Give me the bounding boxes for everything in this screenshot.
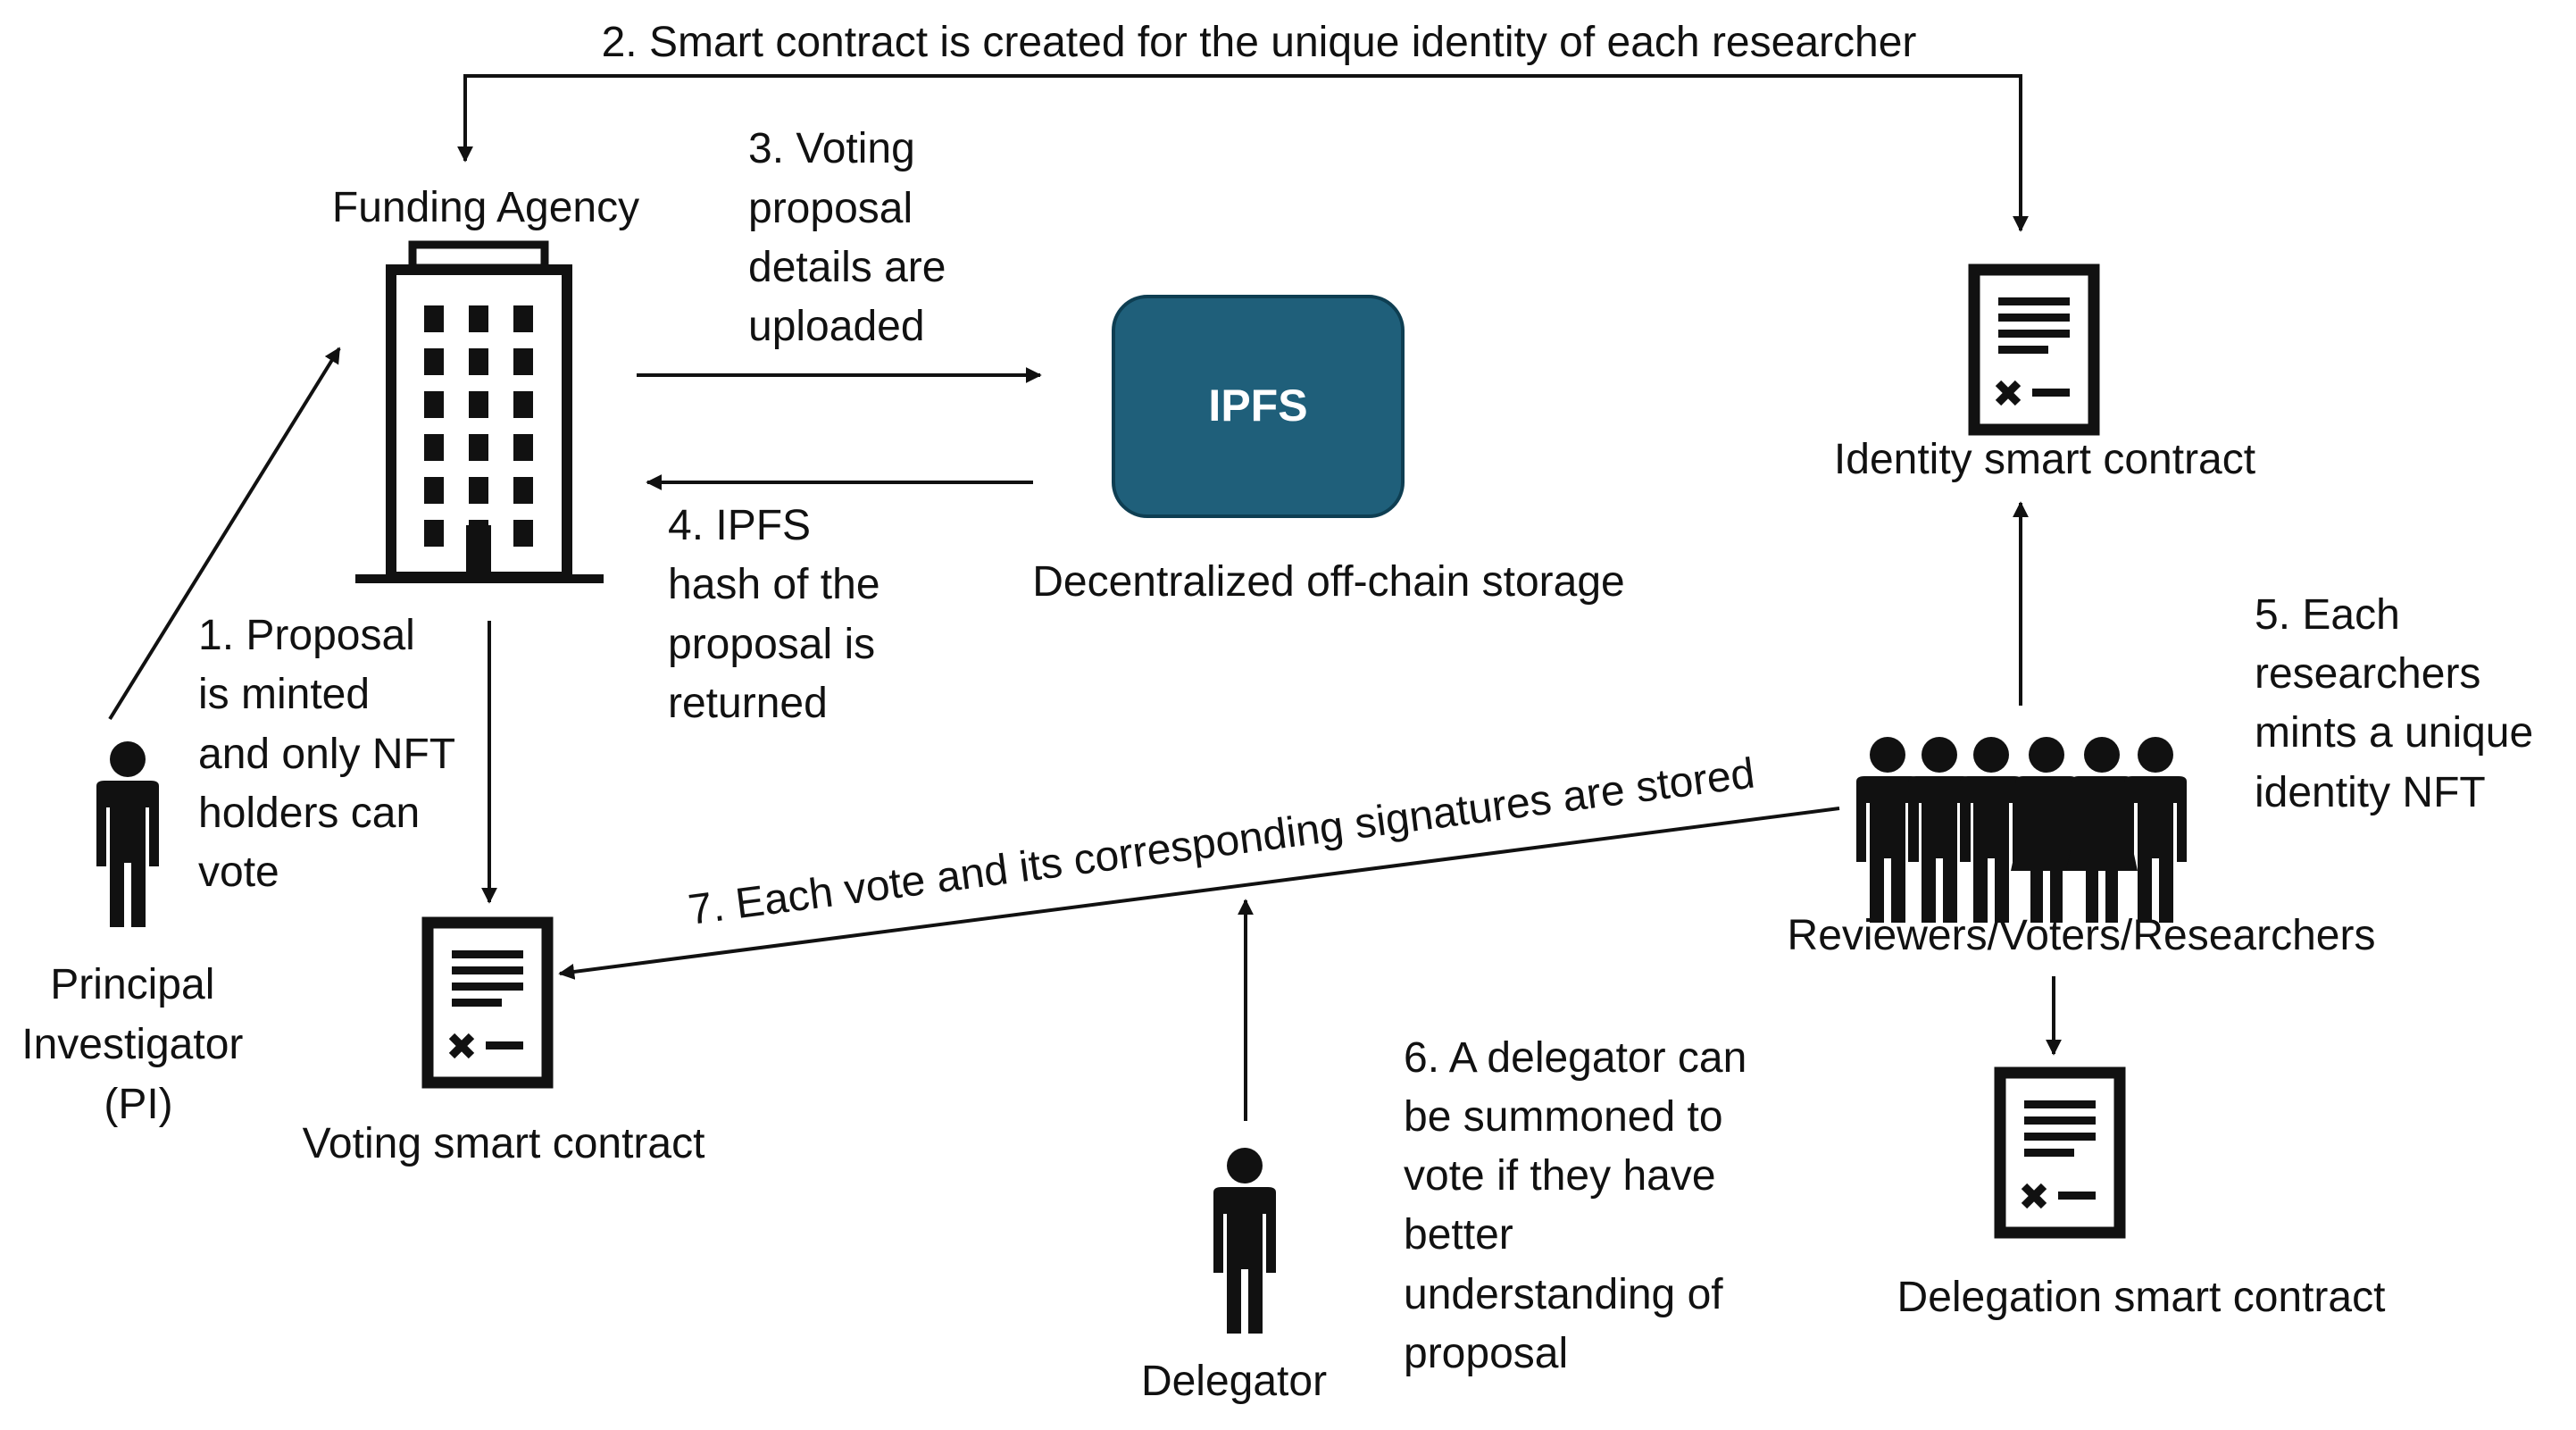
- ipfs-node: IPFS: [1112, 295, 1405, 518]
- step3-line: 3. Voting: [748, 125, 915, 172]
- document-icon: [2000, 1073, 2120, 1233]
- step5-line: 5. Each: [2255, 591, 2400, 639]
- step4-line: returned: [668, 680, 828, 727]
- step5-label: 5. Each researchers mints a unique ident…: [2255, 591, 2546, 816]
- step1-line: and only NFT: [198, 731, 455, 778]
- step5-line: researchers: [2255, 650, 2480, 698]
- step1-label: 1. Proposal is minted and only NFT holde…: [198, 612, 467, 896]
- step2-label: 2. Smart contract is created for the uni…: [602, 19, 1917, 66]
- step4-label: 4. IPFS hash of the proposal is returned: [668, 502, 892, 727]
- step5-line: identity NFT: [2255, 769, 2486, 816]
- step6-line: proposal: [1404, 1330, 1568, 1377]
- step6-label: 6. A delegator can be summoned to vote i…: [1404, 1034, 1759, 1377]
- delegator-label: Delegator: [1141, 1358, 1327, 1405]
- ipfs-label: IPFS: [1208, 380, 1307, 431]
- step4-line: 4. IPFS: [668, 502, 811, 549]
- arrow-step1: [108, 347, 341, 721]
- step3-label: 3. Voting proposal details are uploaded: [748, 125, 958, 350]
- step1-line: holders can: [198, 790, 420, 837]
- step4-line: hash of the: [668, 561, 880, 608]
- step4-line: proposal is: [668, 621, 875, 668]
- building-icon: [355, 240, 604, 583]
- pi-line: (PI): [104, 1081, 172, 1128]
- person-icon: [96, 741, 159, 927]
- step1-line: 1. Proposal: [198, 612, 415, 659]
- group-of-people-icon: [1856, 737, 2187, 923]
- identity-contract-label: Identity smart contract: [1834, 436, 2255, 483]
- pi-line: Investigator: [21, 1021, 243, 1068]
- document-icon: [1974, 270, 2094, 430]
- step3-line: uploaded: [748, 303, 925, 350]
- pi-label: Principal Investigator (PI): [21, 961, 254, 1128]
- step1-line: vote: [198, 849, 279, 896]
- reviewers-label: Reviewers/Voters/Researchers: [1788, 912, 2376, 959]
- step6-line: understanding of: [1404, 1271, 1723, 1318]
- arrow-step7: [558, 807, 1840, 980]
- step1-line: is minted: [198, 671, 370, 718]
- document-icon: [428, 923, 547, 1083]
- arrow-step2-loop: [457, 74, 2029, 232]
- ipfs-box: [1112, 295, 1405, 518]
- ipfs-caption: Decentralized off-chain storage: [1032, 558, 1625, 606]
- funding-agency-label: Funding Agency: [332, 184, 639, 231]
- step3-line: proposal: [748, 185, 913, 232]
- step6-line: vote if they have: [1404, 1152, 1716, 1200]
- pi-line: Principal: [50, 961, 214, 1008]
- step5-line: mints a unique: [2255, 709, 2533, 757]
- step6-line: be summoned to: [1404, 1093, 1723, 1141]
- step7-label: 7. Each vote and its corresponding signa…: [686, 749, 1757, 934]
- step6-line: better: [1404, 1211, 1513, 1259]
- delegation-contract-label: Delegation smart contract: [1897, 1274, 2386, 1321]
- step3-line: details are: [748, 244, 946, 291]
- step6-line: 6. A delegator can: [1404, 1034, 1747, 1082]
- person-icon: [1213, 1148, 1276, 1334]
- voting-contract-label: Voting smart contract: [303, 1120, 705, 1167]
